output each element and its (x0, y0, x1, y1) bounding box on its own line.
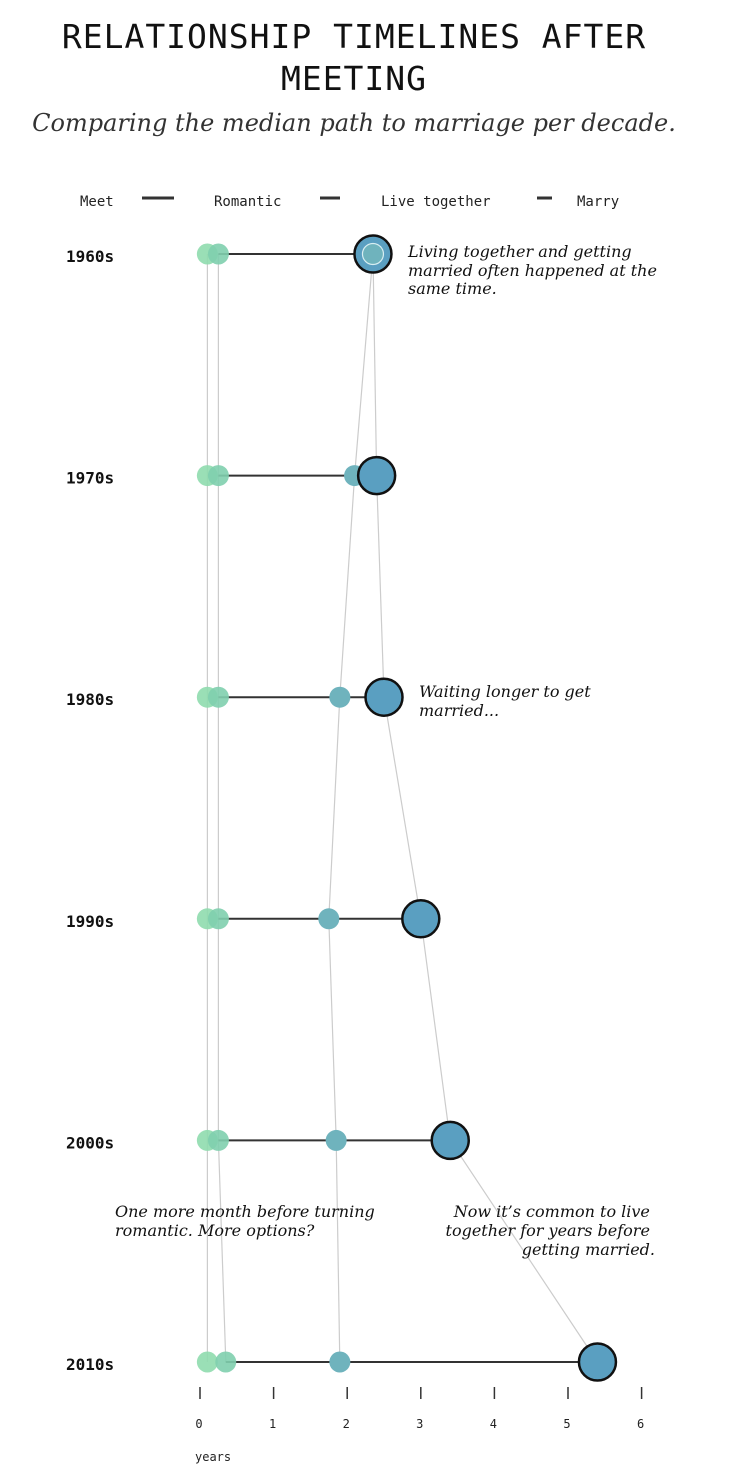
annotation-1980s: Waiting longer to get married... (419, 682, 596, 720)
romantic-dot-1960s (207, 243, 229, 265)
row-label-2000s: 2000s (66, 1133, 114, 1152)
legend: Meet Romantic Live together Marry (80, 194, 619, 210)
annotation-1960s: Living together and getting married ofte… (407, 242, 662, 298)
live-together-dot-2010s (329, 1351, 351, 1373)
x-tick-label-1: 1 (269, 1417, 276, 1431)
decade-row-1980s: 1980s (66, 677, 404, 717)
romantic-dot-1970s (207, 465, 229, 487)
connector-marry (372, 253, 598, 1363)
chart-title-line-1: RELATIONSHIP TIMELINES AFTER (62, 17, 646, 56)
annotation-romantic-delay: One more month before turning romantic. … (115, 1202, 380, 1240)
romantic-dot-1980s (207, 686, 229, 708)
decade-row-1990s: 1990s (66, 899, 441, 939)
marry-dot-2010s (577, 1342, 618, 1382)
x-tick-label-5: 5 (563, 1417, 570, 1431)
row-label-2010s: 2010s (66, 1355, 114, 1374)
live-together-dot-2000s (325, 1129, 347, 1151)
decade-row-1960s: 1960s (66, 234, 393, 274)
live-together-dot-1960s (361, 242, 385, 266)
annotations: Living together and getting married ofte… (115, 242, 662, 1259)
marry-dot-2000s (430, 1120, 470, 1161)
decade-connector-lines (206, 253, 598, 1363)
connector-live-together (328, 253, 374, 1363)
annotation-live-together-years: Now it’s common to live together for yea… (446, 1202, 655, 1259)
x-tick-label-2: 2 (343, 1417, 350, 1431)
x-tick-label-4: 4 (490, 1417, 497, 1431)
x-tick-label-3: 3 (416, 1417, 423, 1431)
connector-romantic (217, 254, 227, 1363)
romantic-dot-1990s (207, 908, 229, 930)
legend-label-marry: Marry (577, 194, 619, 210)
live-together-dot-1990s (318, 908, 340, 930)
live-together-dot-1980s (329, 686, 351, 708)
marry-dot-1990s (401, 899, 441, 939)
marry-dot-1970s (356, 455, 397, 496)
decade-rows: 1960s 1970s 1980s 1990s 2000s 2010s (66, 234, 618, 1382)
legend-label-meet: Meet (80, 194, 114, 210)
decade-row-2000s: 2000s (66, 1120, 470, 1161)
x-tick-label-0: 0 (195, 1417, 202, 1431)
romantic-dot-2000s (207, 1129, 229, 1151)
chart-subtitle: Comparing the median path to marriage pe… (32, 109, 676, 137)
chart-title-line-2: MEETING (281, 59, 427, 98)
legend-label-live-together: Live together (381, 194, 491, 210)
marry-dot-1980s (364, 677, 404, 717)
decade-row-1970s: 1970s (66, 455, 397, 496)
x-axis-label: years (195, 1450, 231, 1464)
legend-label-romantic: Romantic (214, 194, 281, 210)
row-label-1980s: 1980s (66, 690, 114, 709)
meet-dot-2010s (196, 1351, 218, 1373)
decade-row-2010s: 2010s (66, 1342, 618, 1382)
romantic-dot-2010s (215, 1351, 237, 1373)
x-axis: 0 1 2 3 4 5 6 (195, 1387, 644, 1431)
row-label-1990s: 1990s (66, 912, 114, 931)
row-label-1970s: 1970s (66, 469, 114, 488)
row-label-1960s: 1960s (66, 247, 114, 266)
x-tick-label-6: 6 (637, 1417, 644, 1431)
